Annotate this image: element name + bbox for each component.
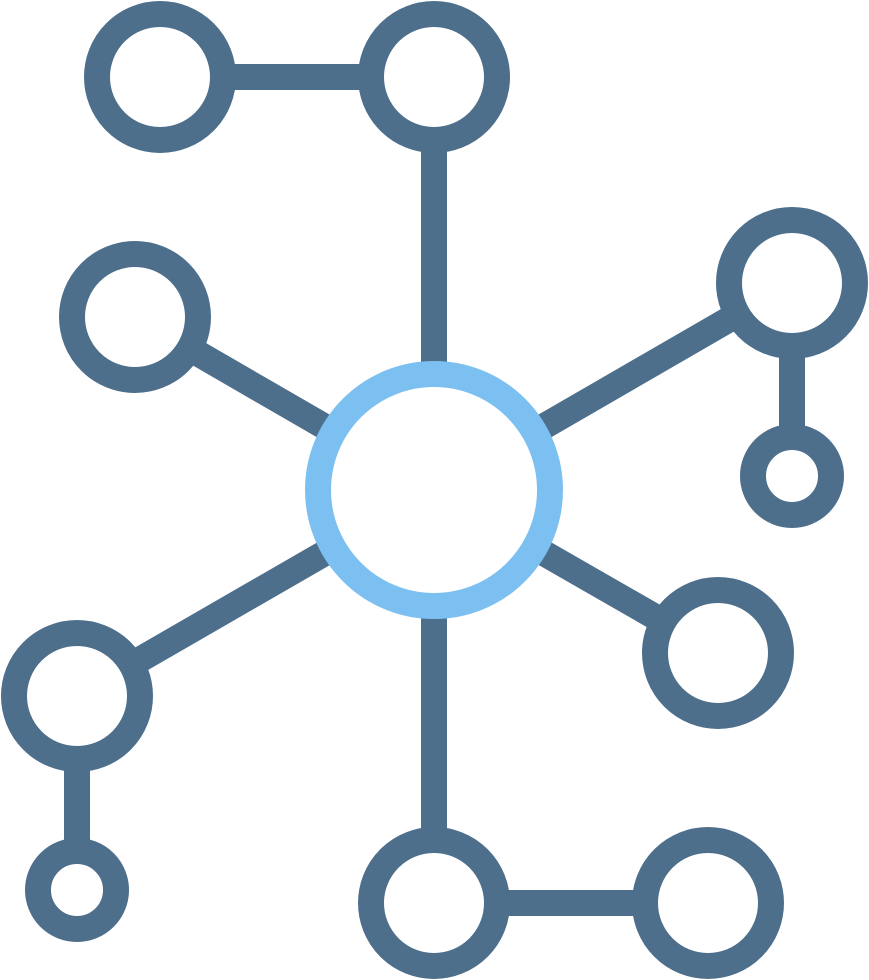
node-bottom — [358, 827, 510, 979]
node-right-upper — [716, 207, 868, 359]
node-right-lower — [642, 577, 794, 729]
node-left-lower-small — [25, 838, 129, 942]
node-top — [358, 1, 510, 153]
node-right-upper-small — [740, 424, 844, 528]
node-bottom-right — [632, 827, 784, 979]
edges-group — [64, 64, 805, 916]
node-left-lower — [1, 620, 153, 772]
node-left — [59, 241, 211, 393]
edge-left-to-hub — [183, 337, 341, 444]
node-top-left — [84, 1, 236, 153]
edge-right-upper-to-hub — [527, 303, 744, 444]
node-hub — [305, 361, 563, 619]
edge-left-lower-to-hub — [125, 536, 341, 676]
edge-right-lower-to-hub — [528, 536, 670, 633]
